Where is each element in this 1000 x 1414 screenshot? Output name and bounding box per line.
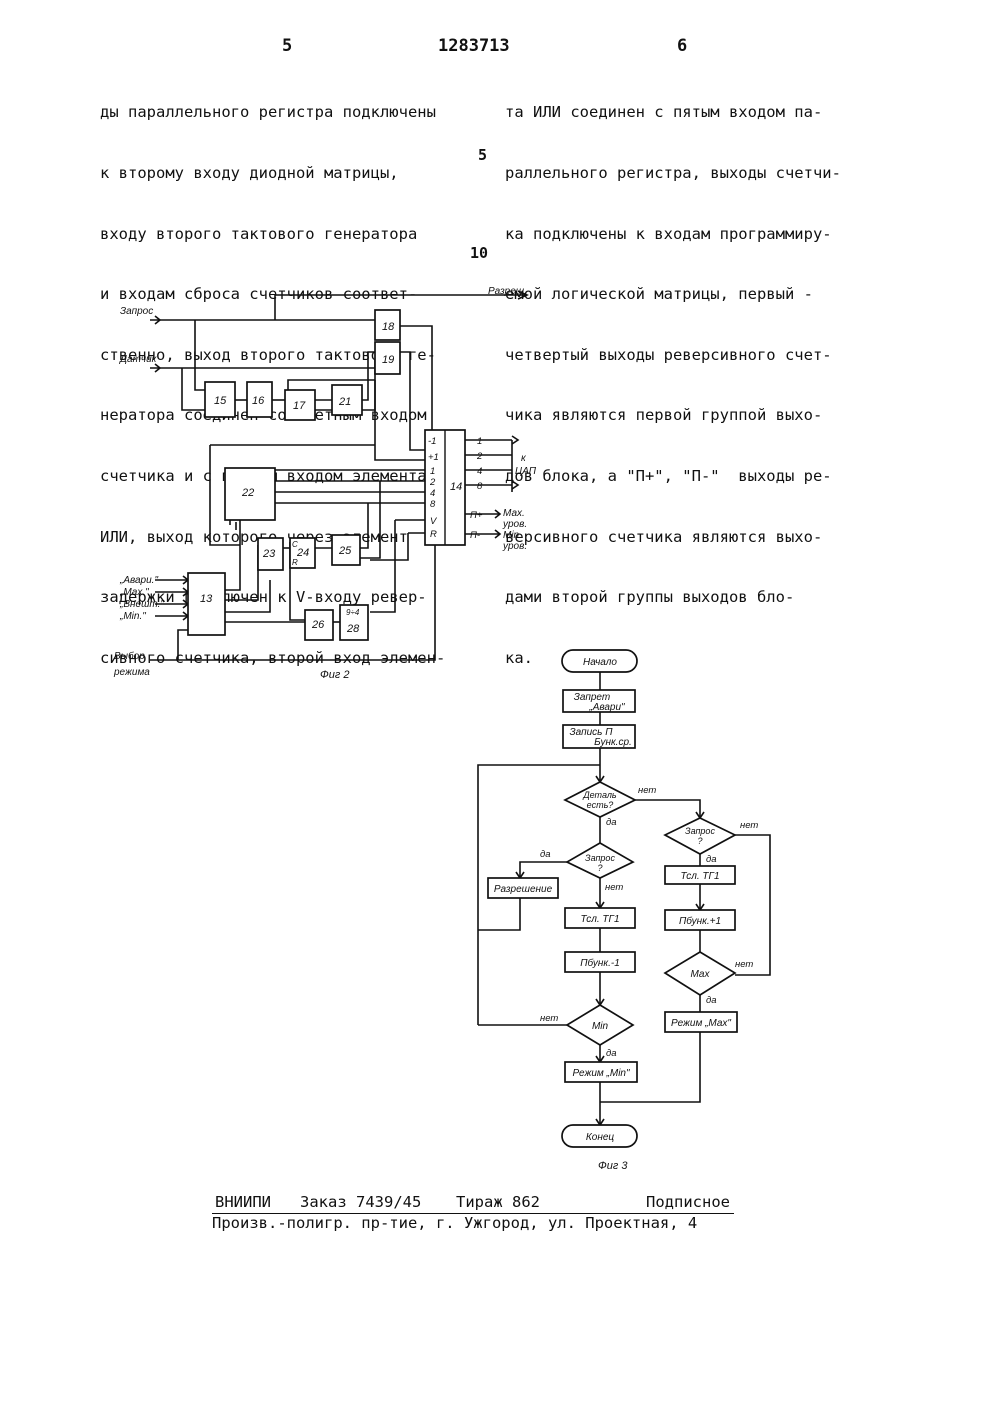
output-label-min-level: уров. [502, 541, 527, 552]
no-label: нет [638, 785, 656, 796]
block-13-label: 13 [200, 593, 213, 605]
counter-input-label: 8 [430, 499, 436, 510]
yes-label: да [706, 995, 717, 1006]
block-28-label: 28 [346, 623, 360, 635]
fig3-flowchart: Начало Конец Запрет „Авари" Запись П Бун… [0, 640, 1000, 1180]
tsl-left-label: Тсл. ТГ1 [580, 914, 619, 925]
block-16-label: 16 [252, 395, 265, 407]
end-label: Конец [586, 1132, 615, 1143]
block-22-label: 22 [241, 487, 254, 499]
block-24-label: 24 [296, 547, 309, 559]
block-17-label: 17 [293, 400, 306, 412]
start-label: Начало [583, 657, 617, 668]
counter-input-label: -1 [428, 436, 436, 447]
block-23-label: 23 [262, 548, 276, 560]
max-label: Мах [690, 969, 710, 980]
yes-label: да [706, 854, 717, 865]
dac-label-k: к [521, 453, 527, 464]
input-label-vnesht: „Внешт." [119, 599, 164, 610]
block-21-label: 21 [338, 396, 351, 408]
input-label-min: „Min." [119, 611, 146, 622]
block-25-label: 25 [338, 545, 352, 557]
fig3-caption: Фиг 3 [598, 1160, 628, 1172]
block-24-c-label: C [292, 540, 298, 549]
block-18-label: 18 [382, 321, 395, 333]
tsl-right-label: Тсл. ТГ1 [680, 871, 719, 882]
rezhim-max-label: Режим „Мах" [671, 1018, 731, 1029]
output-label-razresh: Разреш [488, 286, 525, 297]
block-15-label: 15 [214, 395, 227, 407]
block-24-r-label: R [292, 558, 298, 567]
counter-input-label: +1 [428, 452, 439, 463]
output-label-max: Мах. [503, 508, 525, 519]
input-label-max: „Мах." [119, 587, 149, 598]
block-28-top-label: 9÷4 [346, 608, 360, 617]
footer-print-run: Тираж 862 [456, 1193, 540, 1211]
output-label-max-level: уров. [502, 519, 527, 530]
pbunk-minus-label: Пбунк.-1 [580, 957, 620, 969]
zapis-bunk-label: Бунк.ср. [594, 737, 632, 748]
yes-label: да [606, 1048, 617, 1059]
block-19-label: 19 [382, 354, 394, 366]
counter-output-label: 8 [477, 481, 483, 492]
block-14-label: 14 [450, 481, 462, 493]
input-label-avar: „Авари." [119, 575, 158, 586]
counter-output-label: П+ [470, 510, 483, 521]
no-label: нет [605, 882, 623, 893]
yes-label: да [540, 849, 551, 860]
counter-input-label: 4 [430, 488, 435, 499]
detal-question-label: есть? [587, 800, 614, 810]
detal-label: Деталь [582, 790, 617, 800]
input-label-datchik: Датчик [119, 354, 158, 365]
counter-output-label: 2 [476, 451, 483, 462]
counter-output-label: 1 [477, 436, 482, 447]
footer-subscription: Подписное [646, 1193, 730, 1211]
fig2-block-diagram: 18 19 15 16 17 21 14 22 23 24 25 13 26 2… [0, 0, 1000, 720]
rezhim-min-label: Режим „Min" [572, 1068, 630, 1079]
no-label: нет [740, 820, 758, 831]
counter-output-label: 4 [477, 466, 482, 477]
zapros-right-label: Запрос [685, 826, 715, 836]
counter-input-label: R [430, 529, 437, 540]
zapros-left-label: Запрос [585, 853, 615, 863]
zapret-avar-label: „Авари" [588, 702, 625, 713]
block-26-label: 26 [311, 619, 325, 631]
counter-output-label: П- [470, 530, 480, 541]
no-label: нет [540, 1013, 558, 1024]
footer-org: ВНИИПИ [215, 1193, 271, 1211]
pbunk-plus-label: Пбунк.+1 [679, 915, 721, 927]
min-label: Min [592, 1021, 609, 1032]
footer-address: Произв.-полигр. пр-тие, г. Ужгород, ул. … [212, 1214, 697, 1232]
no-label: нет [735, 959, 753, 970]
counter-input-label: 2 [429, 477, 436, 488]
dac-label: ЦАП [515, 466, 537, 477]
input-label-zapros: Запрос [120, 306, 153, 317]
counter-input-label: 1 [430, 466, 435, 477]
zapros-right-question: ? [697, 836, 702, 846]
yes-label: да [606, 817, 617, 828]
zapros-left-question: ? [597, 863, 602, 873]
output-label-min: Min. [503, 530, 522, 541]
footer-order: Заказ 7439/45 [300, 1193, 421, 1211]
razreshenie-label: Разрешение [494, 884, 553, 895]
